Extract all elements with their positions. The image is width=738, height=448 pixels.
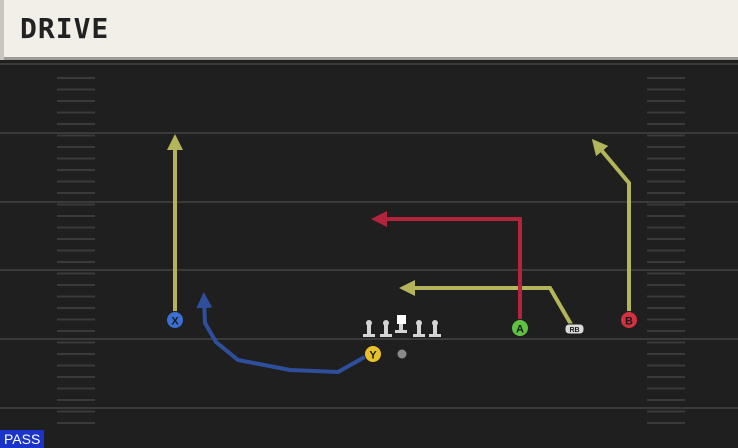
- center-icon: [395, 315, 407, 333]
- player-rb-label: RB: [569, 327, 579, 334]
- route-a: [371, 211, 522, 326]
- player-x[interactable]: X: [166, 311, 184, 329]
- player-y-label: Y: [369, 350, 377, 362]
- field-background: [0, 60, 738, 448]
- route-b: [591, 138, 631, 318]
- route-rb: [399, 280, 574, 328]
- player-b[interactable]: B: [620, 311, 638, 329]
- lineman-icon: [429, 320, 441, 337]
- offensive-line: [363, 315, 441, 337]
- quarterback-marker: [397, 349, 407, 359]
- player-a[interactable]: A: [511, 319, 529, 337]
- play-field: X Y A B RB: [0, 60, 738, 448]
- route-y: [196, 292, 371, 375]
- player-x-label: X: [171, 316, 179, 328]
- player-a-label: A: [516, 324, 524, 336]
- lineman-icon: [363, 320, 375, 337]
- play-title: DRIVE: [20, 12, 110, 45]
- play-type-badge: PASS: [0, 430, 45, 448]
- player-y[interactable]: Y: [364, 345, 382, 363]
- title-accent-stripe: [0, 0, 4, 60]
- player-b-label: B: [625, 316, 633, 328]
- lineman-icon: [380, 320, 392, 337]
- lineman-icon: [413, 320, 425, 337]
- player-rb[interactable]: RB: [564, 323, 585, 335]
- play-title-bar: DRIVE: [0, 0, 738, 60]
- hash-marks: [57, 77, 685, 424]
- yard-lines: [0, 63, 738, 409]
